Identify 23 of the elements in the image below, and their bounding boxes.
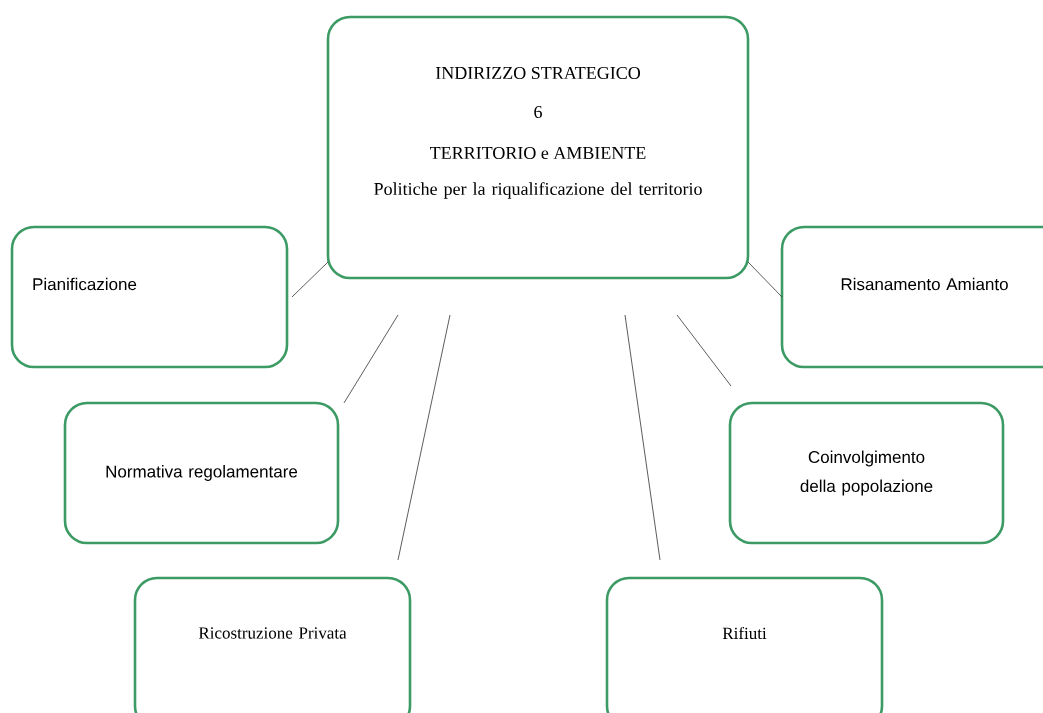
topic-box	[63, 401, 340, 545]
topic-box	[10, 225, 289, 369]
heading-text: TERRITORIO e AMBIENTE	[430, 146, 646, 160]
connector-line	[291, 261, 329, 298]
connector-line	[676, 314, 732, 387]
topic-box	[728, 401, 1005, 545]
box-label: Normativa regolamentare	[106, 465, 298, 481]
subtitle-text: Politiche per la riqualificazione del territorio	[374, 182, 702, 199]
box-label: Coinvolgimento della popolazione	[800, 450, 933, 496]
heading-text: INDIRIZZO STRATEGICO	[435, 66, 640, 80]
box-label: Risanamento Amianto	[841, 277, 1008, 291]
box-label: Rifiuti	[722, 626, 767, 640]
connector-line	[343, 314, 399, 404]
connector-line	[397, 314, 451, 561]
topic-box	[780, 225, 1043, 369]
connector-line	[624, 314, 661, 561]
box-label: Pianificazione	[33, 277, 137, 291]
topic-box	[133, 576, 412, 713]
connector-line	[747, 261, 783, 298]
box-label: Ricostruzione Privata	[198, 627, 347, 639]
heading-text: 6	[534, 105, 542, 119]
title-box	[326, 15, 750, 280]
topic-box	[605, 576, 884, 713]
